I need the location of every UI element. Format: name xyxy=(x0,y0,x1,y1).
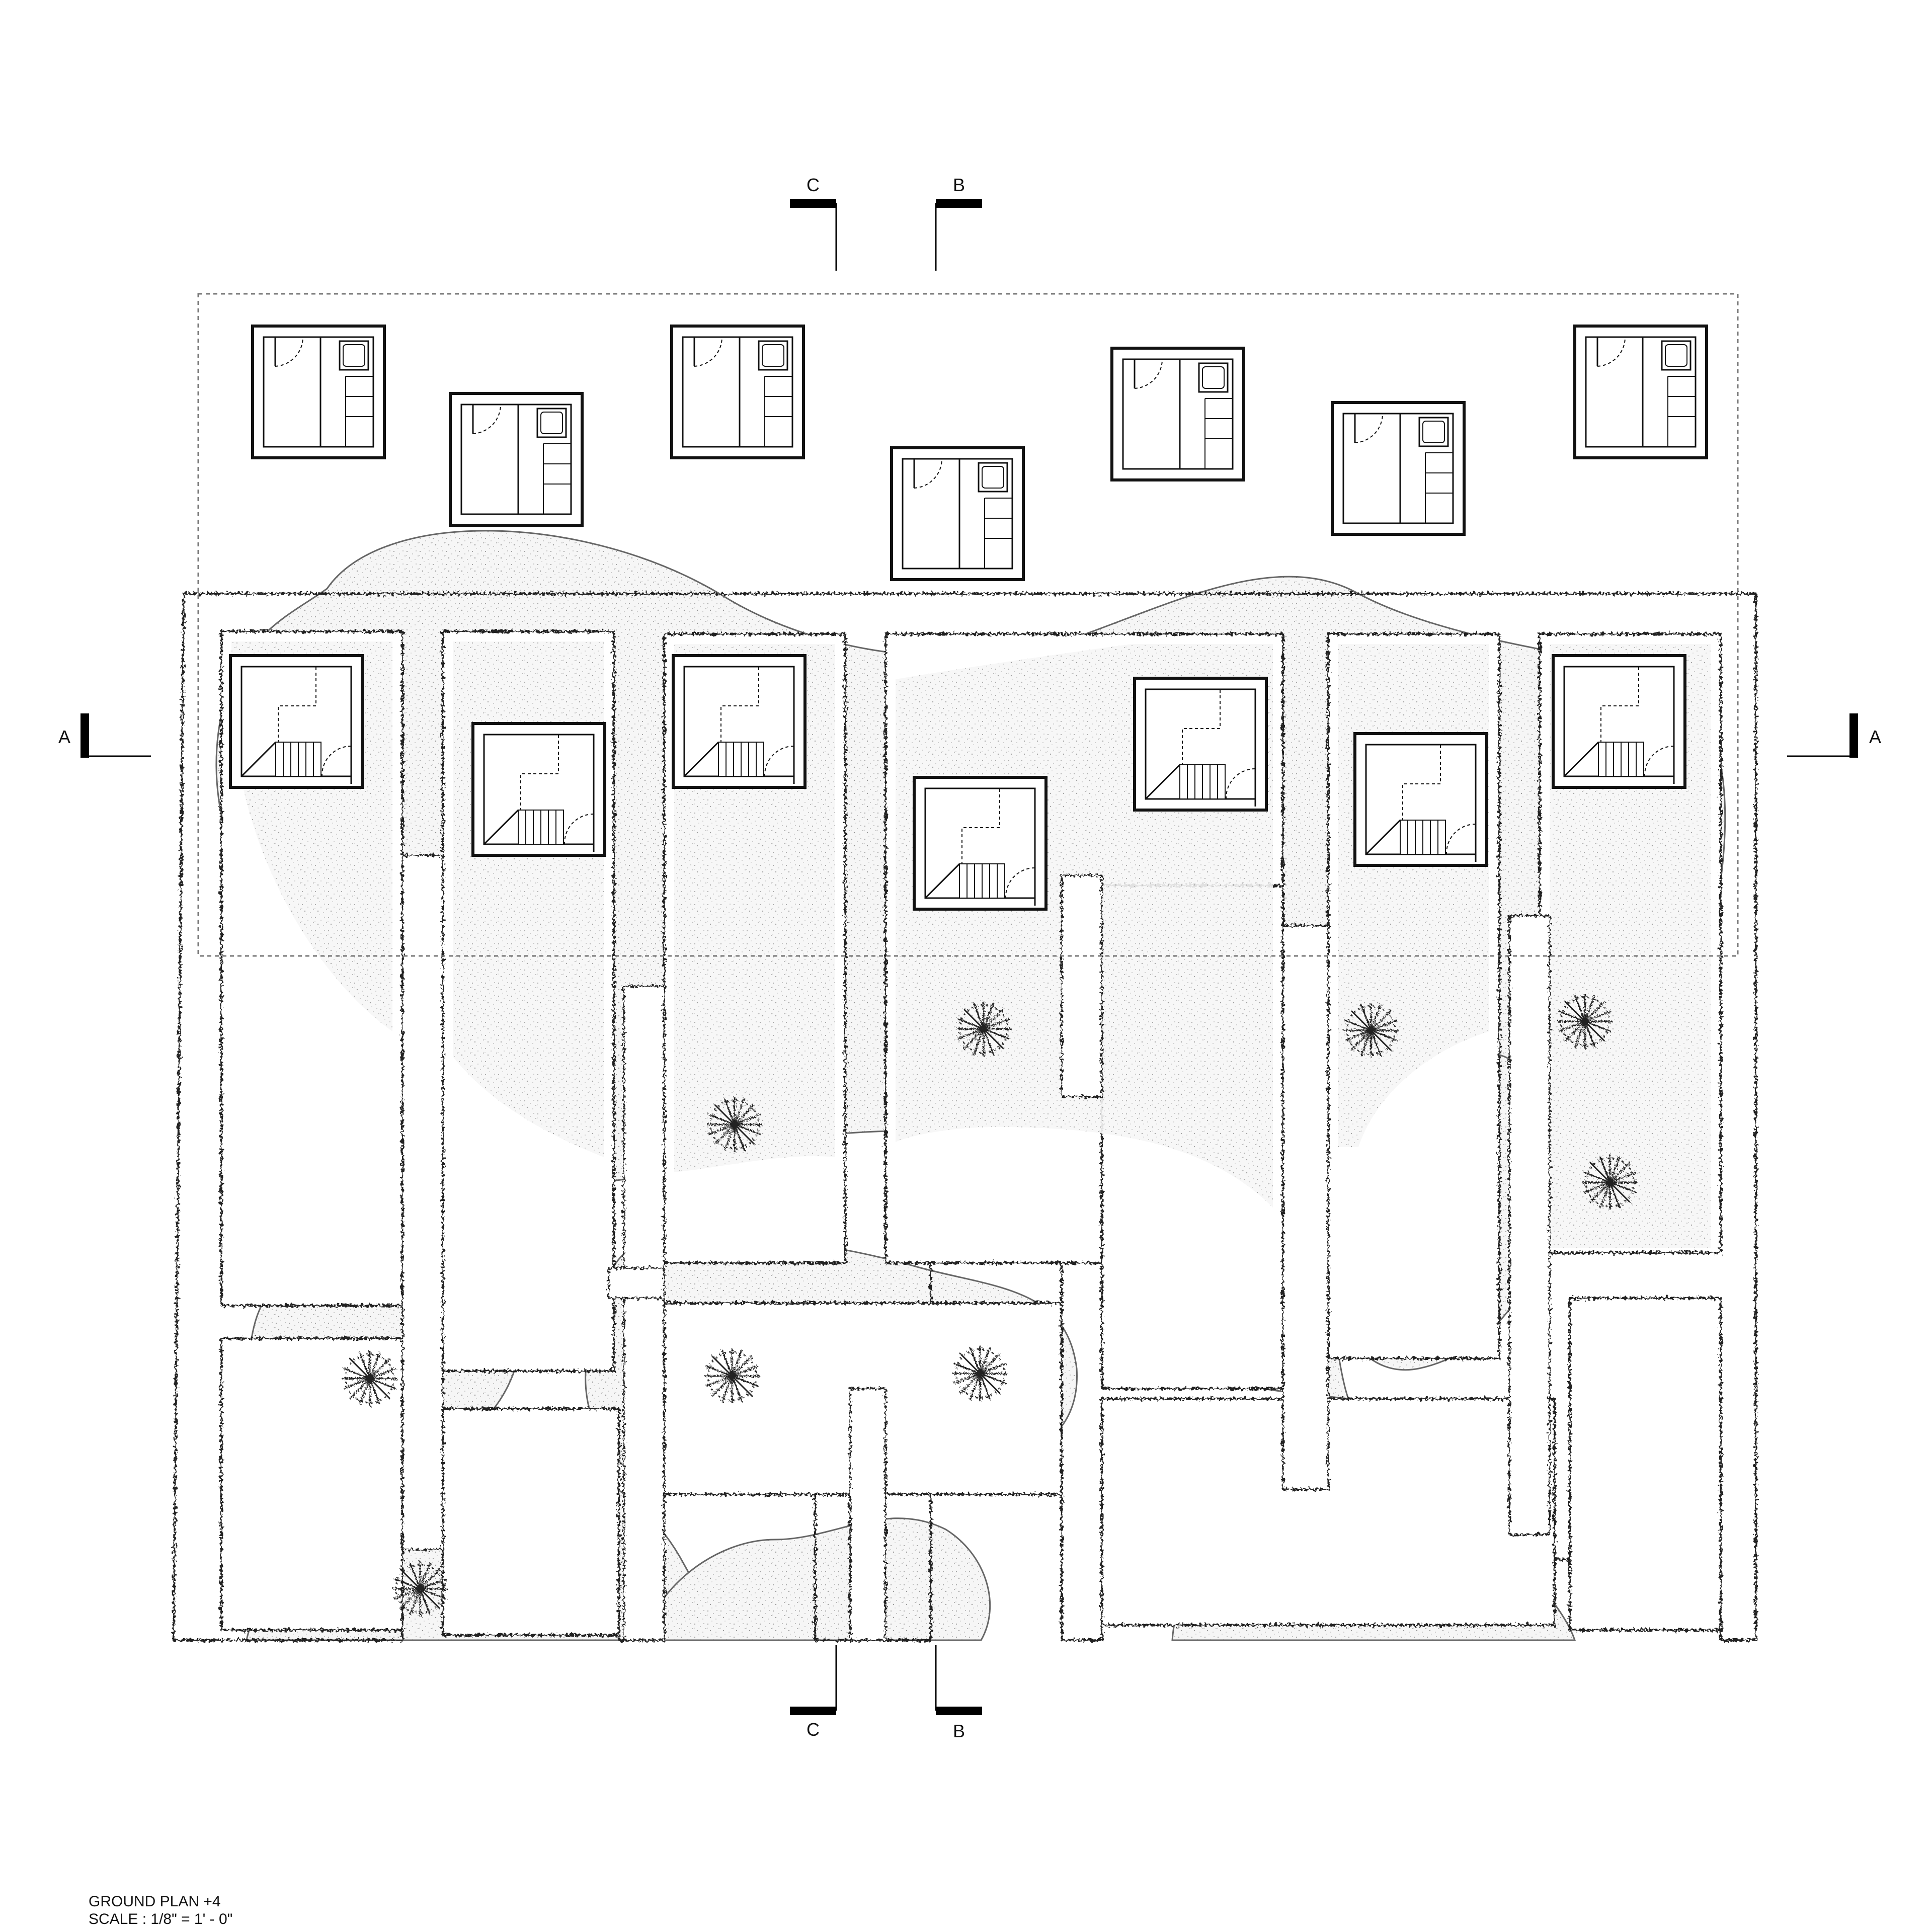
section-label-c-bottom: C xyxy=(807,1719,820,1740)
hedge-block xyxy=(220,1337,404,1631)
stair-unit xyxy=(1353,732,1488,867)
upper-level-boundary xyxy=(197,293,1739,957)
tree-icon xyxy=(956,1001,1011,1057)
terrain-blob-south-center xyxy=(643,1517,991,1641)
stair-unit xyxy=(1133,677,1268,812)
stair-unit xyxy=(471,722,606,857)
section-label-b-top: B xyxy=(953,175,965,195)
upper-unit xyxy=(251,325,386,459)
upper-unit xyxy=(449,392,584,527)
section-markers xyxy=(80,199,1858,1715)
hedge-block xyxy=(442,1408,620,1636)
tree-icon xyxy=(707,1097,762,1152)
section-a-right-bar xyxy=(1849,713,1858,758)
section-labels: C B C B A A xyxy=(58,175,1881,1741)
tree-icon xyxy=(1557,994,1613,1049)
section-label-b-bottom: B xyxy=(953,1721,965,1741)
upper-unit xyxy=(670,325,805,459)
tree-icon xyxy=(952,1346,1008,1401)
stair-unit xyxy=(913,776,1048,911)
section-c-bottom-bar xyxy=(790,1707,836,1715)
drawing-title: GROUND PLAN +4 xyxy=(89,1893,221,1910)
stair-units xyxy=(229,654,1686,911)
section-label-c-top: C xyxy=(807,175,820,195)
stair-unit xyxy=(1552,654,1686,789)
tree-icon xyxy=(704,1348,760,1404)
tree-symbols xyxy=(342,994,1638,1617)
tree-icon xyxy=(1582,1155,1638,1210)
stair-unit xyxy=(672,654,807,789)
walkways xyxy=(401,854,1551,1641)
section-label-a-left: A xyxy=(58,727,70,747)
tree-icon xyxy=(342,1351,397,1406)
section-b-bottom-bar xyxy=(936,1707,982,1715)
section-b-top-bar xyxy=(936,199,982,208)
upper-unit xyxy=(890,446,1025,581)
tree-icon xyxy=(1343,1003,1399,1058)
upper-unit xyxy=(1110,347,1245,481)
tree-icon xyxy=(392,1561,448,1617)
upper-unit xyxy=(1331,401,1466,536)
section-a-left-bar xyxy=(80,713,89,758)
upper-unit xyxy=(1573,325,1708,459)
section-label-a-right: A xyxy=(1869,727,1881,747)
upper-level-units xyxy=(251,325,1708,581)
drawing-scale: SCALE : 1/8" = 1' - 0" xyxy=(89,1911,233,1927)
hedge-block xyxy=(1569,1297,1722,1631)
stair-unit xyxy=(229,654,364,789)
section-c-top-bar xyxy=(790,199,836,208)
